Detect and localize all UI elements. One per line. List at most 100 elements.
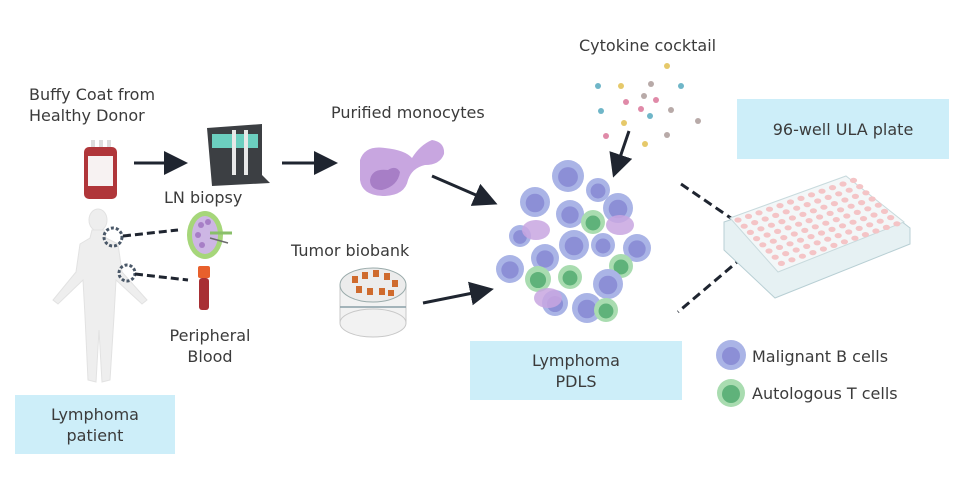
lymph-node-icon xyxy=(187,211,232,259)
plate-well xyxy=(819,246,828,252)
arrow-cytokines-to-pdls xyxy=(609,130,633,178)
buffy-coat-label-line1: Buffy Coat from xyxy=(29,85,156,104)
plate-well xyxy=(838,223,847,229)
plate-well xyxy=(826,210,834,216)
tumor-biobank-label: Tumor biobank xyxy=(291,241,410,260)
plate-well xyxy=(809,250,817,256)
blood-tube-icon xyxy=(198,266,210,310)
b-cell xyxy=(556,200,584,228)
plate-well xyxy=(830,201,839,207)
b-cell xyxy=(496,255,524,283)
monocyte-in-cluster xyxy=(534,288,562,308)
buffy-coat-label-line2: Healthy Donor xyxy=(29,106,145,125)
plate-well xyxy=(855,225,863,231)
plate-label-box: 96-well ULA plate xyxy=(737,99,949,159)
plate-well xyxy=(851,235,859,241)
plate-well xyxy=(820,204,828,210)
lymphoma-patient-box: Lymphoma patient xyxy=(15,395,175,454)
plate-well xyxy=(862,190,870,196)
plate-well xyxy=(814,198,822,204)
pdls-cell-cluster xyxy=(496,160,651,323)
plate-well xyxy=(778,219,786,225)
plate-well xyxy=(858,200,866,206)
plate-well xyxy=(817,230,826,236)
buffy-coat-label: Buffy Coat from Healthy Donor xyxy=(29,84,155,126)
t-cell xyxy=(525,266,551,292)
plate-well xyxy=(782,209,790,215)
plate-well xyxy=(882,224,891,230)
plate-well xyxy=(805,218,813,224)
ln-biopsy-label: LN biopsy xyxy=(164,188,243,207)
plate-well xyxy=(755,210,763,216)
plate-well xyxy=(746,229,755,235)
plate-well xyxy=(853,209,861,215)
plate-well xyxy=(793,205,801,211)
plate-well xyxy=(769,238,777,244)
autologous-t-cell-icon xyxy=(717,379,745,407)
b-cell xyxy=(572,293,602,323)
plate-well xyxy=(847,203,855,209)
cytokine-dots xyxy=(595,63,701,147)
plate-well xyxy=(893,221,901,227)
plate-well xyxy=(788,215,797,221)
lymphoma-pdls-line1: Lymphoma xyxy=(532,350,620,370)
plate-well xyxy=(740,223,748,229)
plate-well xyxy=(870,212,878,218)
plate-well xyxy=(777,260,786,266)
plate-well xyxy=(775,244,784,250)
b-cell xyxy=(559,230,589,260)
dashed-connector-blood xyxy=(134,272,189,282)
plate-well xyxy=(849,177,858,183)
plate-well xyxy=(772,212,780,218)
plate-well xyxy=(845,187,853,193)
t-cell xyxy=(581,210,605,234)
b-cell xyxy=(623,234,651,262)
plate-well xyxy=(759,242,767,248)
peripheral-blood-label-line1: Peripheral xyxy=(169,326,251,345)
blood-site-marker xyxy=(117,263,137,283)
plate-well xyxy=(809,208,818,214)
plate-well xyxy=(776,203,784,209)
plate-well xyxy=(763,232,771,238)
plate-well xyxy=(774,228,782,234)
plate-well xyxy=(796,237,805,243)
plate-well xyxy=(753,236,761,242)
malignant-b-cell-icon xyxy=(716,340,746,370)
blood-bag-icon xyxy=(84,140,117,199)
plate-well xyxy=(837,207,845,213)
plate-well xyxy=(807,234,815,240)
plate-well xyxy=(832,217,840,223)
plate-well xyxy=(856,184,864,190)
plate-well xyxy=(803,202,811,208)
plate-well xyxy=(765,206,774,212)
plate-well xyxy=(780,235,788,241)
plate-well xyxy=(782,251,790,257)
lymphoma-pdls-line2: PDLS xyxy=(555,371,597,391)
plate-well xyxy=(851,193,860,199)
biopsy-device-icon xyxy=(207,124,270,186)
plate-well xyxy=(818,188,826,194)
plate-well xyxy=(803,243,811,249)
arrow-monocytes-to-pdls xyxy=(431,174,498,206)
plate-well xyxy=(744,213,753,219)
plate-well xyxy=(824,236,832,242)
plate-well xyxy=(864,206,872,212)
b-cell xyxy=(591,233,615,257)
arrow-biobank-to-pdls xyxy=(422,281,494,306)
monocyte-in-cluster xyxy=(522,220,550,240)
plate-well xyxy=(830,242,838,248)
plate-well xyxy=(861,232,870,238)
plate-well xyxy=(868,196,876,202)
plate-well xyxy=(757,226,765,232)
plate-well xyxy=(807,192,816,198)
plate-well xyxy=(734,217,742,223)
plate-well xyxy=(841,197,849,203)
tumor-biobank-icon xyxy=(339,267,407,338)
plate-well xyxy=(822,220,830,226)
monocyte-in-cluster xyxy=(606,215,634,235)
peripheral-blood-label: Peripheral Blood xyxy=(160,325,260,367)
plate-well xyxy=(828,226,836,232)
plate-well xyxy=(761,216,769,222)
plate-well xyxy=(765,248,773,254)
purified-monocytes-label: Purified monocytes xyxy=(331,103,485,122)
